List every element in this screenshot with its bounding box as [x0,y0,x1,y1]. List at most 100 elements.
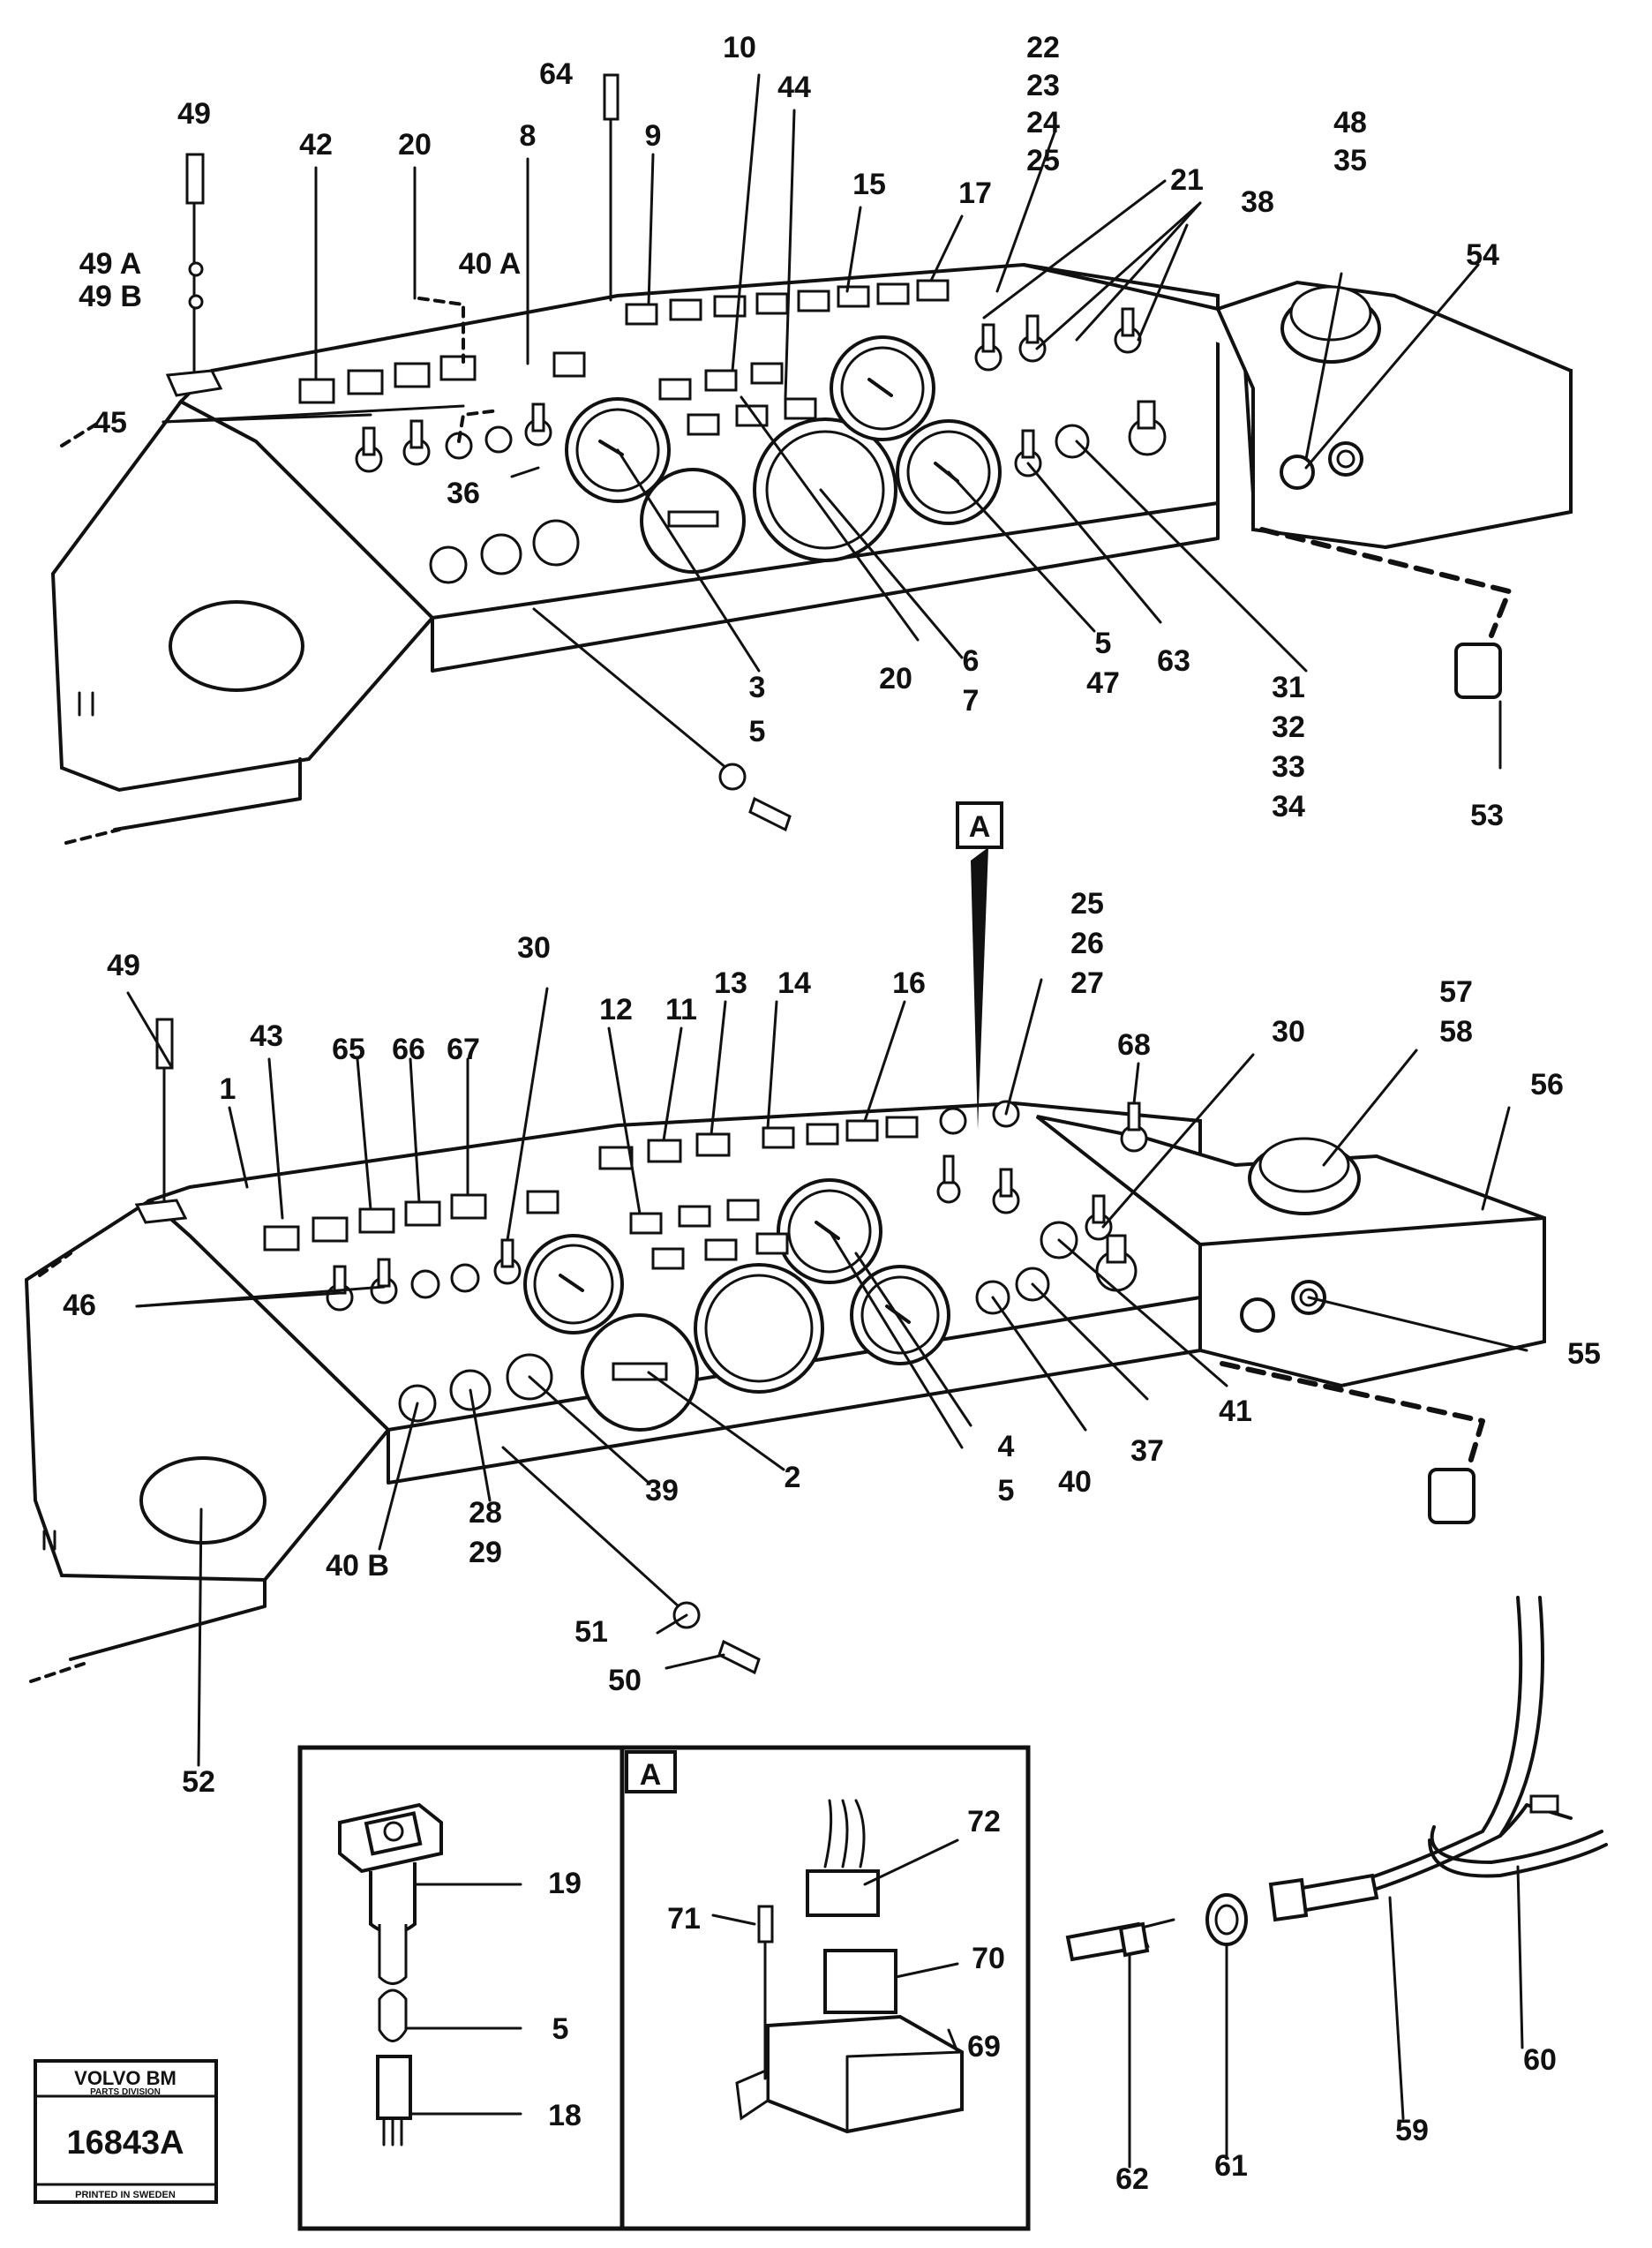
callout-d1: 1 [220,1072,237,1106]
callout-d2: 2 [785,1461,801,1494]
callout-e69: 69 [967,2030,1001,2064]
callout-d16: 16 [892,966,926,1000]
callout-c23: 23 [1026,69,1060,102]
callout-e71: 71 [667,1902,701,1936]
callout-c42: 42 [299,128,333,162]
callout-d41: 41 [1219,1395,1252,1428]
callout-d50: 50 [608,1664,642,1697]
gauge-4-top [830,335,935,441]
callout-d65: 65 [332,1033,365,1066]
callout-c24: 24 [1026,106,1060,139]
callout-d28: 28 [469,1496,502,1530]
callout-e18: 18 [548,2099,582,2132]
callout-c35: 35 [1333,144,1367,177]
callout-c31: 31 [1272,671,1305,704]
callout-c49b: 49 B [79,280,142,313]
callout-d26: 26 [1070,927,1104,960]
callout-c64: 64 [539,57,573,91]
volvo-stamp: VOLVO BM PARTS DIVISION 16843A PRINTED I… [34,2059,218,2204]
callout-e5: 5 [552,2012,569,2046]
callout-c8: 8 [520,119,537,153]
stamp-number: 16843A [66,2124,184,2162]
callout-c25a: 25 [1026,144,1060,177]
callout-c22: 22 [1026,31,1060,64]
callout-d40b: 40 B [326,1549,389,1583]
callout-d43: 43 [250,1019,283,1053]
callout-c33: 33 [1272,750,1305,784]
callout-c17: 17 [958,177,992,210]
stamp-printed: PRINTED IN SWEDEN [75,2190,176,2200]
gauge-5-bottom [850,1265,950,1365]
callout-c3: 3 [749,671,766,704]
leaders-top [161,73,1502,770]
callout-d12: 12 [599,993,633,1026]
callout-e72: 72 [967,1805,1001,1838]
relay-assembly [735,1799,964,2134]
callout-c48: 48 [1333,106,1367,139]
callout-c45: 45 [94,406,127,440]
callout-c49a: 49 A [79,247,142,281]
callout-c53: 53 [1470,799,1504,832]
callout-c7: 7 [963,684,980,718]
gauge-6 [753,417,897,562]
callout-c44: 44 [777,71,811,104]
callout-d46: 46 [63,1289,96,1322]
callout-d56: 56 [1530,1068,1564,1101]
callout-c49: 49 [177,97,211,131]
callout-e59: 59 [1395,2114,1429,2147]
callout-c9: 9 [645,119,662,153]
callout-d68: 68 [1117,1028,1151,1062]
callout-c36: 36 [447,477,480,510]
callout-c54: 54 [1466,238,1499,272]
callout-c47: 47 [1086,666,1120,700]
callout-d25: 25 [1070,887,1104,921]
leaders-bottom [126,978,1528,1767]
callout-d52: 52 [182,1765,215,1799]
callout-d29: 29 [469,1536,502,1569]
callout-c5b: 5 [1095,627,1112,660]
toggle-switches-top [355,307,1167,477]
callout-c20a: 20 [398,128,432,162]
gauge-2-top [640,468,746,574]
callout-d39: 39 [645,1474,679,1507]
stamp-brand: VOLVO BM [74,2067,176,2089]
callout-c63: 63 [1157,644,1190,678]
stamp-division: PARTS DIVISION [90,2087,161,2097]
speedometer-cable-assembly [1065,1596,1608,1962]
callout-d30b: 30 [1272,1015,1305,1049]
view-marker-a: A [956,801,1003,849]
gauge-2 [581,1313,699,1432]
callout-d37: 37 [1130,1434,1164,1468]
detail-box-label: A [640,1758,662,1792]
callout-d51: 51 [574,1615,608,1649]
callout-d4: 4 [998,1430,1015,1463]
callout-d67: 67 [447,1033,480,1066]
callout-d40: 40 [1058,1465,1092,1499]
callout-c10: 10 [723,31,756,64]
callout-c6: 6 [963,644,980,678]
callout-c38: 38 [1241,185,1274,219]
callout-d49: 49 [107,949,140,982]
gauge-4a [523,1234,624,1335]
callout-d55: 55 [1567,1337,1601,1371]
callout-e61: 61 [1214,2149,1248,2183]
detail-box: A [297,1745,1031,2231]
callout-d5: 5 [998,1474,1015,1507]
callout-e70: 70 [972,1942,1005,1975]
callout-d58: 58 [1439,1015,1473,1049]
lamp-socket-assembly [338,1802,443,2147]
callout-d11: 11 [665,993,697,1026]
callout-d13: 13 [714,966,747,1000]
callout-d66: 66 [392,1033,425,1066]
callout-e19: 19 [548,1867,582,1900]
bottom-dashboard-assembly [24,847,1546,1767]
callout-d30a: 30 [517,931,551,965]
callout-c15: 15 [852,168,886,201]
callout-c5a: 5 [749,715,766,748]
callout-c34: 34 [1272,790,1305,823]
leaders-cable [1128,1865,1524,2169]
callout-d57: 57 [1439,975,1473,1009]
callout-c32: 32 [1272,710,1305,744]
